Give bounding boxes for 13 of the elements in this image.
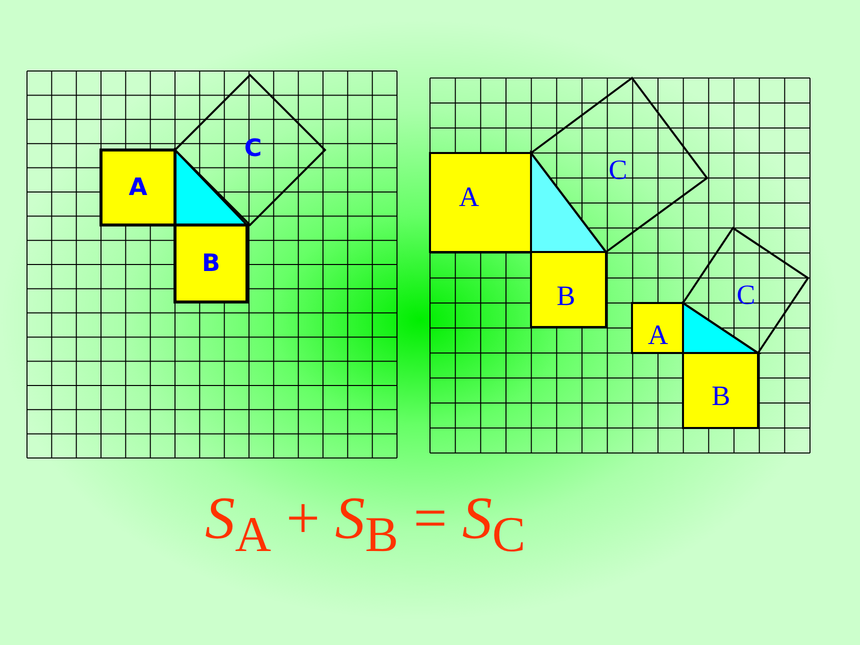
area-formula: S$_{A}$ + S$_{B}$ = S$_{C}$ [205, 488, 526, 559]
filled-square [683, 353, 758, 428]
square-label: B [556, 283, 576, 311]
square-label: A [458, 184, 480, 212]
filled-square [175, 225, 247, 302]
filled-square [101, 150, 175, 225]
square-label: A [128, 175, 148, 199]
square-label: B [712, 383, 730, 411]
filled-square [632, 303, 683, 353]
filled-square [430, 153, 531, 252]
square-label: B [202, 251, 220, 275]
filled-square [531, 252, 606, 327]
square-label: A [648, 322, 668, 350]
